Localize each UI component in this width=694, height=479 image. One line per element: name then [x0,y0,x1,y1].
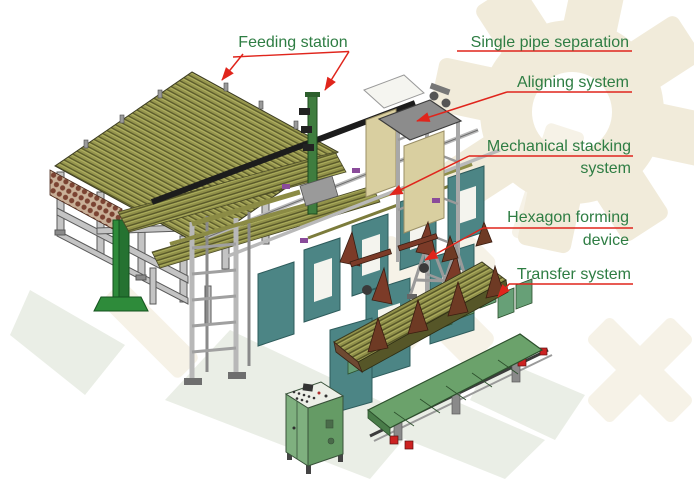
label-hexagon-forming-line1: Hexagon forming [507,209,629,226]
frame-tower [169,189,331,385]
feeding-arrow [221,53,244,81]
deck-studs [83,82,299,149]
label-feeding-station: Feeding station [238,34,347,51]
transfer-arrow [497,283,510,298]
cabinet-buttons [292,383,328,403]
single-pipe-arrow [324,51,350,91]
separation-post [299,92,339,215]
stacking-arrow [389,155,470,196]
label-single-pipe-separation: Single pipe separation [471,34,629,51]
aligning-arrow [416,91,508,122]
annotation-leaders [221,50,633,298]
control-cabinet [284,381,345,474]
label-mechanical-stacking-line2: system [580,160,631,177]
label-hexagon-forming-line2: device [583,232,629,249]
beige-panel [403,130,445,234]
annotation-labels: Feeding station Single pipe separation A… [238,34,631,283]
pedestal-foot [93,219,149,312]
label-aligning-system: Aligning system [517,74,629,91]
label-mechanical-stacking-line1: Mechanical stacking [487,138,631,155]
hexagon-arrow [424,227,484,261]
label-transfer-system: Transfer system [517,266,631,283]
feeding-underline [232,50,350,58]
clamp-fins [367,220,505,353]
transfer-system-illustration [333,220,553,450]
